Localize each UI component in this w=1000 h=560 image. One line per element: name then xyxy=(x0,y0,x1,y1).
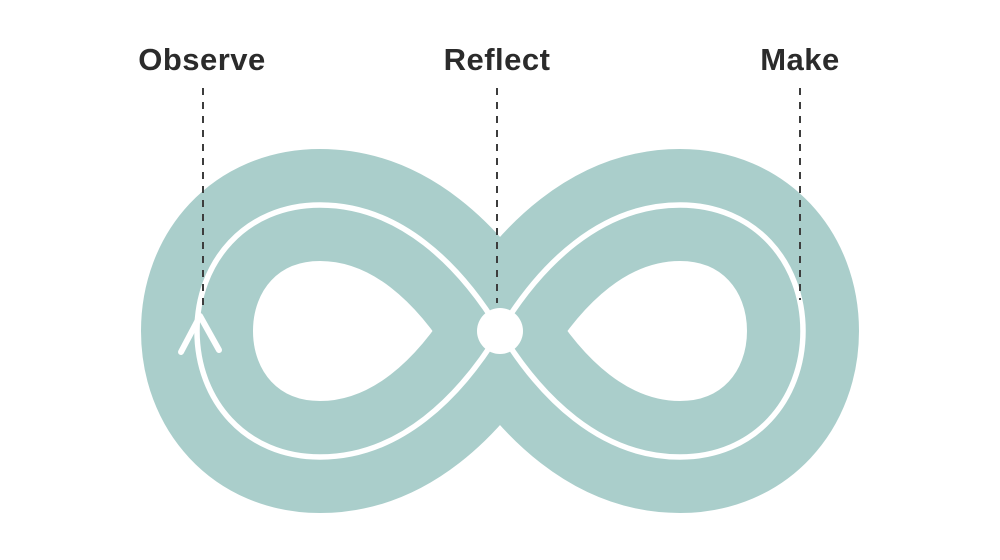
center-node-circle xyxy=(477,308,523,354)
stage-label-reflect: Reflect xyxy=(443,42,551,77)
stage-label-make: Make xyxy=(760,42,840,77)
direction-arrow-icon xyxy=(178,313,222,355)
stage-label-observe: Observe xyxy=(138,42,266,77)
